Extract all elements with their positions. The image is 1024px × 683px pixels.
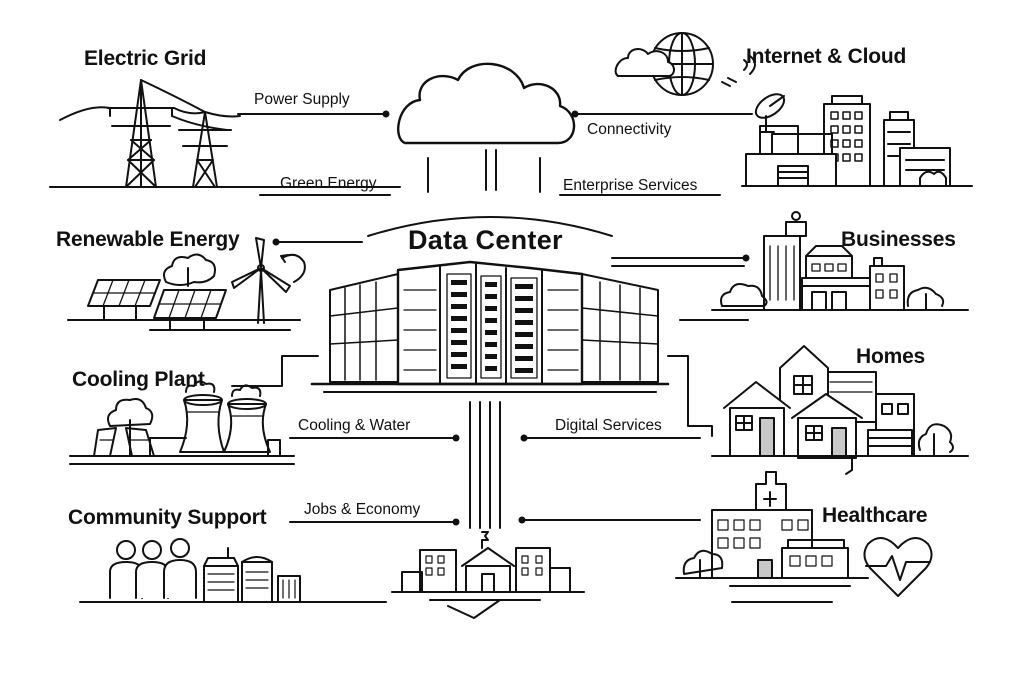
node-label-internet-cloud: Internet & Cloud bbox=[746, 45, 907, 68]
flow-label-green-energy: Green Energy bbox=[280, 175, 377, 192]
flow-label-cooling-water: Cooling & Water bbox=[298, 417, 411, 434]
flow-label-connectivity: Connectivity bbox=[587, 121, 672, 138]
satellite-dish-icon bbox=[754, 93, 786, 133]
cooling-connector bbox=[231, 355, 319, 387]
data-center-arc bbox=[367, 216, 613, 237]
town-buildings-icon bbox=[401, 531, 571, 593]
house-icon bbox=[723, 345, 915, 459]
flow-label-jobs-economy: Jobs & Economy bbox=[304, 501, 421, 518]
digital-services-arrow bbox=[520, 434, 701, 442]
solar-panel-icon bbox=[87, 279, 227, 331]
node-label-healthcare: Healthcare bbox=[822, 504, 928, 527]
cooling-tower-icon bbox=[179, 380, 271, 453]
healthcare-arrow bbox=[518, 516, 701, 524]
wind-turbine-icon bbox=[231, 237, 291, 324]
cooling-pipe bbox=[149, 437, 187, 457]
diagram-title: Data Center bbox=[408, 225, 563, 255]
central-trunk-lines bbox=[469, 401, 501, 529]
rotation-arrow-icon bbox=[281, 253, 306, 283]
office-building-icon bbox=[203, 547, 301, 603]
tree-icon bbox=[163, 253, 216, 287]
tree-icon bbox=[720, 283, 945, 311]
flow-label-digital-services: Digital Services bbox=[555, 417, 662, 434]
office-building-icon bbox=[763, 211, 905, 311]
node-label-businesses: Businesses bbox=[841, 228, 956, 251]
cooling-tank-icon bbox=[93, 427, 155, 457]
node-label-homes: Homes bbox=[856, 345, 926, 368]
transmission-tower-icon bbox=[59, 79, 241, 188]
tree-icon bbox=[107, 398, 154, 457]
hospital-icon bbox=[711, 471, 849, 579]
jobs-economy-arrow bbox=[289, 518, 460, 526]
cloud-icon bbox=[397, 62, 576, 145]
flow-label-enterprise-services: Enterprise Services bbox=[563, 177, 698, 194]
node-label-community-support: Community Support bbox=[68, 506, 267, 529]
heartbeat-icon bbox=[863, 537, 933, 597]
data-center-building-icon bbox=[310, 260, 670, 393]
power-supply-arrow bbox=[237, 110, 390, 118]
town-ground-lines bbox=[391, 591, 585, 619]
renewable-arrow-dot bbox=[272, 238, 280, 246]
businesses-arrow bbox=[611, 254, 750, 267]
connectivity-arrow bbox=[571, 110, 753, 118]
cloud-connector-lines bbox=[427, 149, 541, 193]
node-label-renewable-energy: Renewable Energy bbox=[56, 228, 240, 251]
flow-label-power-supply: Power Supply bbox=[254, 91, 350, 108]
tree-icon bbox=[917, 423, 954, 457]
wifi-waves-icon bbox=[743, 55, 756, 75]
small-cloud-icon bbox=[614, 48, 675, 77]
node-label-electric-grid: Electric Grid bbox=[84, 47, 207, 70]
homes-connector bbox=[667, 355, 713, 437]
cooling-pump bbox=[267, 439, 281, 457]
homes-drop-line bbox=[845, 457, 853, 475]
office-building-icon bbox=[745, 95, 951, 187]
signal-icon bbox=[721, 77, 737, 87]
tree-icon bbox=[682, 549, 724, 579]
rotation-arrowhead bbox=[280, 254, 289, 263]
people-icon bbox=[109, 538, 197, 599]
node-label-cooling-plant: Cooling Plant bbox=[72, 368, 205, 391]
cooling-water-arrow bbox=[289, 434, 460, 442]
